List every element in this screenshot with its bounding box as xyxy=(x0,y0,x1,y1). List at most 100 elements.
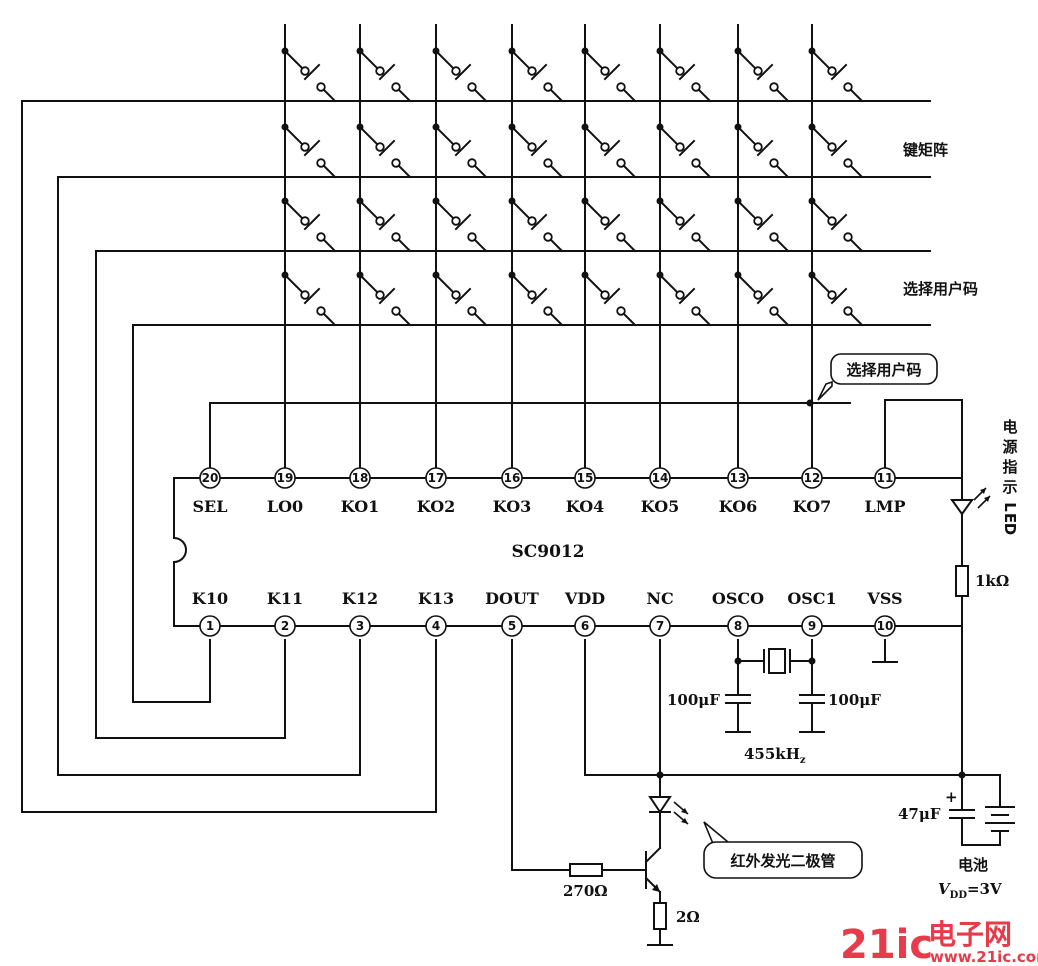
pin-number: 4 xyxy=(432,619,440,633)
pin-label: VSS xyxy=(866,589,902,608)
pin-label: VDD xyxy=(564,589,605,608)
pin-number: 14 xyxy=(652,471,669,485)
key-switch xyxy=(808,197,864,253)
pin-5: 5 DOUT xyxy=(485,589,539,637)
key-switch xyxy=(281,47,337,103)
key-switch xyxy=(356,47,412,103)
capacitor-47uf-icon xyxy=(949,809,975,819)
pin-number: 15 xyxy=(577,471,594,485)
pin-number: 12 xyxy=(804,471,821,485)
power-led-char: 示 xyxy=(1002,478,1017,496)
key-switch xyxy=(808,47,864,103)
pin-label: OSC1 xyxy=(787,589,836,608)
pin-number: 17 xyxy=(428,471,445,485)
watermark-cn: 电子网 xyxy=(928,918,1012,951)
pin-6: 6 VDD xyxy=(564,589,605,637)
key-switch xyxy=(508,123,564,179)
key-switch xyxy=(281,271,337,327)
key-switch xyxy=(432,197,488,253)
key-switch xyxy=(356,197,412,253)
label-r-led: 1kΩ xyxy=(975,572,1009,590)
pin-label: SEL xyxy=(193,497,228,516)
key-switch xyxy=(508,197,564,253)
pin-label: KO4 xyxy=(566,497,605,516)
power-led-char: 指 xyxy=(1002,458,1017,476)
pin-label: KO3 xyxy=(493,497,532,516)
label-battery: 电池 xyxy=(958,856,988,874)
label-r-base: 270Ω xyxy=(563,882,608,900)
key-matrix xyxy=(281,24,864,468)
key-switch xyxy=(734,47,790,103)
pin-number: 10 xyxy=(877,619,894,633)
pin-label: K13 xyxy=(418,589,454,608)
transistor-icon xyxy=(644,846,662,894)
key-switch xyxy=(808,123,864,179)
watermark-url: www.21ic.com xyxy=(930,948,1038,966)
key-switch xyxy=(508,271,564,327)
key-switch xyxy=(281,123,337,179)
key-switch xyxy=(581,271,637,327)
pin-label: KO6 xyxy=(719,497,758,516)
pin-label: K11 xyxy=(267,589,303,608)
label-c-battery: 47μF xyxy=(898,805,941,823)
row-return-wires xyxy=(21,100,437,813)
watermark-logo: 21ic 电子网 www.21ic.com xyxy=(840,918,1038,966)
pin-number: 16 xyxy=(504,471,521,485)
pin-number: 20 xyxy=(202,471,219,485)
vss-ground-icon xyxy=(872,639,898,663)
label-select-user-code: 选择用户码 xyxy=(903,280,978,298)
capacitor-osc-right-icon xyxy=(799,694,825,733)
label-crystal: 455kHz xyxy=(744,745,806,766)
pin-label: NC xyxy=(646,589,673,608)
oscillator-section: 100μF 100μF 455kHz xyxy=(667,639,881,766)
label-c-osc-right: 100μF xyxy=(828,691,881,709)
power-led-char: E xyxy=(1001,513,1019,523)
ir-transmitter-section: 270Ω 2Ω 红外发光二极管 xyxy=(511,639,863,946)
sc9012-chip: SC9012 xyxy=(173,477,963,627)
pin-10: 10 VSS xyxy=(866,589,903,637)
pin-number: 8 xyxy=(734,619,742,633)
pin-label: LMP xyxy=(865,497,906,516)
key-switch xyxy=(581,123,637,179)
capacitor-osc-left-icon xyxy=(725,694,751,733)
pin-label: KO2 xyxy=(417,497,456,516)
pin-label: LO0 xyxy=(267,497,303,516)
callout-select-user-code: 选择用户码 xyxy=(846,361,921,379)
pin-number: 19 xyxy=(277,471,294,485)
pin-label: KO7 xyxy=(793,497,832,516)
pin-number: 5 xyxy=(508,619,516,633)
key-switch xyxy=(432,47,488,103)
power-led-char: 源 xyxy=(1002,438,1017,456)
vdd-value: =3V xyxy=(967,880,1002,898)
cap-plus-sign: + xyxy=(945,788,958,806)
key-switch xyxy=(432,271,488,327)
power-led-char: D xyxy=(1001,523,1019,535)
key-switch xyxy=(581,197,637,253)
crystal-value: 455kH xyxy=(744,745,800,763)
chip-name: SC9012 xyxy=(511,542,584,562)
key-switch xyxy=(281,197,337,253)
pin-number: 3 xyxy=(356,619,364,633)
pin-number: 6 xyxy=(581,619,589,633)
resistor-2-icon xyxy=(653,902,667,930)
vdd-rail: + 47μF 电池 VDD=3V xyxy=(584,639,1015,901)
ir-led-callout: 红外发光二极管 xyxy=(703,821,863,879)
label-ir-led: 红外发光二极管 xyxy=(730,852,835,870)
pin-label: DOUT xyxy=(485,589,539,608)
label-key-matrix: 键矩阵 xyxy=(902,141,948,159)
key-switch xyxy=(808,271,864,327)
